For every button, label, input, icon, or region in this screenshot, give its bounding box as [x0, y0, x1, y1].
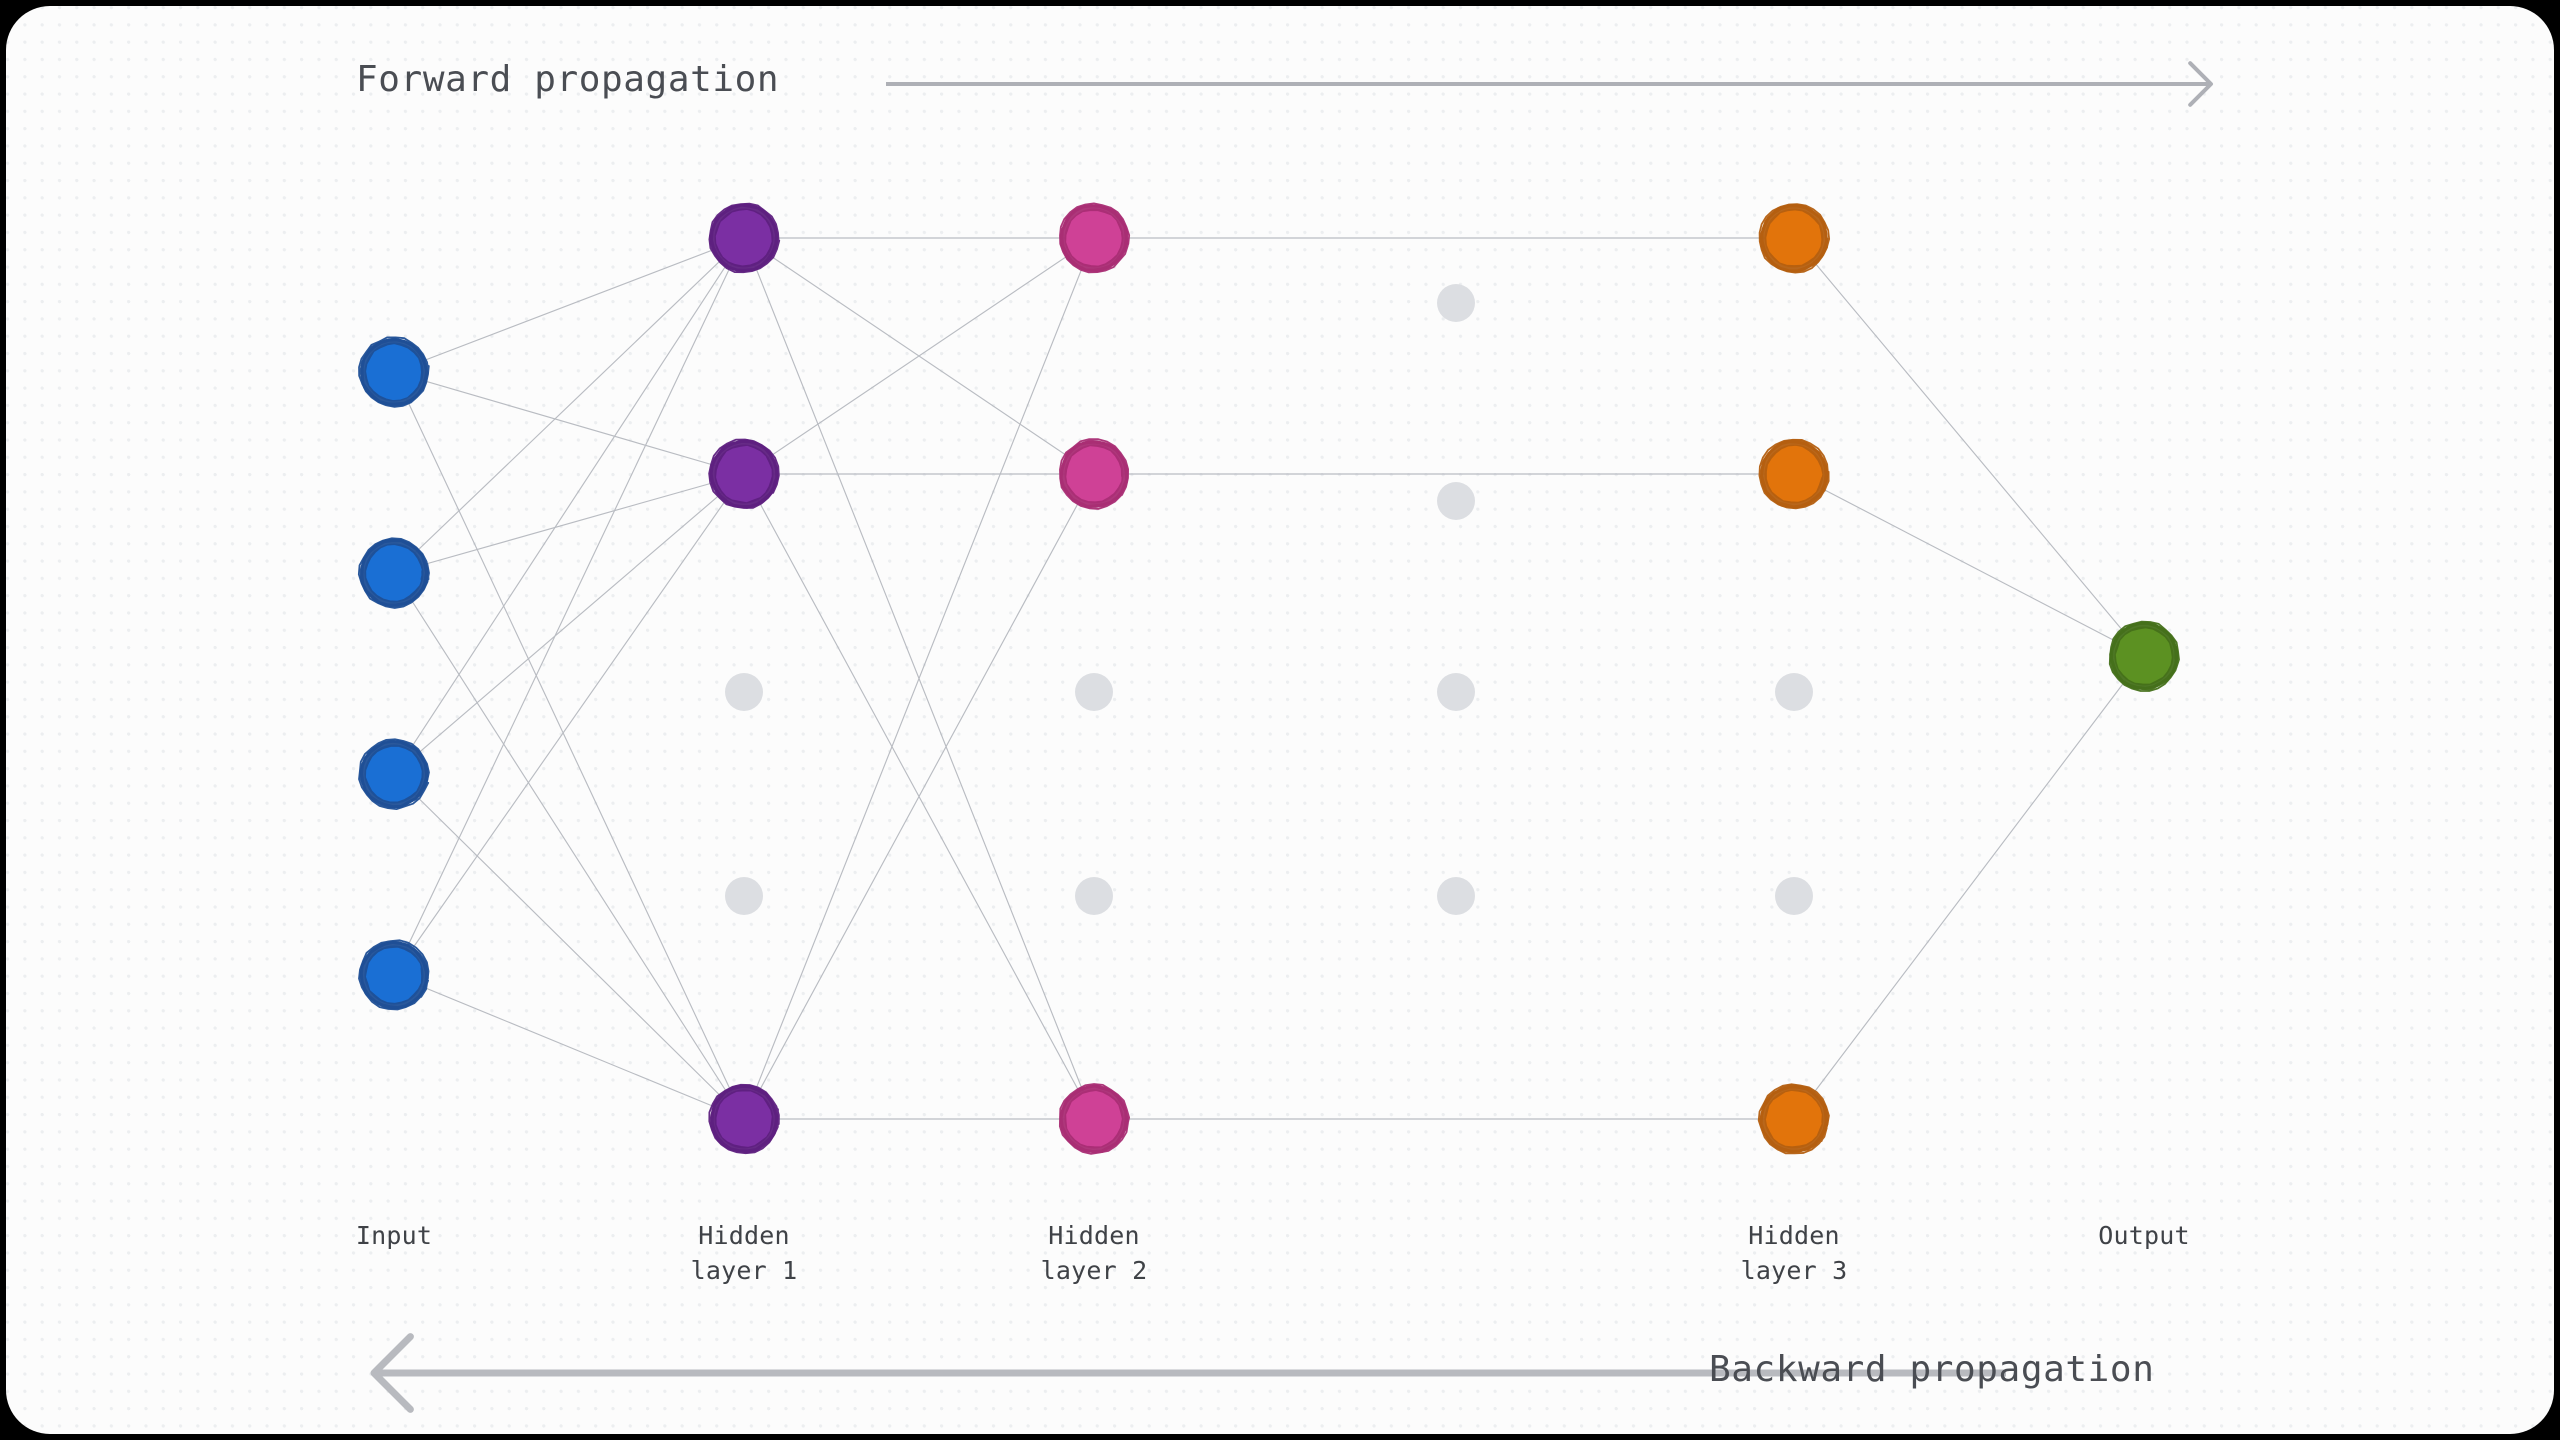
connection-line — [1793, 655, 2145, 1120]
connection-line — [393, 237, 745, 976]
connection-line — [393, 473, 745, 976]
placeholder-node — [1437, 673, 1475, 711]
connection-line — [393, 371, 745, 475]
neuron-node-hidden-2[interactable] — [1059, 202, 1131, 274]
layer-label-hidden-3: Hidden layer 3 — [1740, 1221, 1848, 1285]
layer-label-output: Output — [2098, 1221, 2190, 1250]
propagation-arrows — [370, 61, 2213, 1413]
connection-line — [393, 473, 745, 574]
neuron-node-output[interactable] — [2108, 620, 2180, 692]
connection-line — [393, 371, 745, 1120]
layer-label-input: Input — [355, 1221, 433, 1250]
neuron-node-input[interactable] — [358, 939, 430, 1011]
neuron-node-hidden-3[interactable] — [1757, 1083, 1830, 1155]
placeholder-node — [725, 673, 763, 711]
connection-line — [743, 473, 1095, 1120]
connection-lines — [393, 237, 2145, 1120]
placeholder-node — [1437, 284, 1475, 322]
placeholder-node — [1437, 482, 1475, 520]
connection-line — [743, 237, 1095, 1120]
connection-line — [393, 237, 745, 775]
connection-line — [743, 237, 1095, 1120]
neuron-node-input[interactable] — [357, 537, 430, 609]
placeholder-node — [1437, 877, 1475, 915]
connection-line — [1793, 473, 2145, 657]
connection-line — [1793, 237, 2145, 657]
diagram-panel: Input Hidden layer 1 Hidden layer 2 Hidden … — [6, 6, 2554, 1434]
placeholder-node — [1775, 673, 1813, 711]
connection-line — [743, 473, 1095, 1120]
forward-propagation-label: Forward propagation — [356, 59, 780, 100]
connection-line — [393, 773, 745, 1120]
connection-line — [743, 237, 1095, 475]
connection-line — [393, 473, 745, 775]
connection-line — [743, 237, 1095, 475]
neuron-node-hidden-1[interactable] — [708, 438, 780, 509]
connection-line — [393, 237, 745, 574]
neuron-node-hidden-3[interactable] — [1758, 203, 1831, 274]
neuron-node-hidden-1[interactable] — [708, 202, 781, 274]
neuron-node-input[interactable] — [358, 738, 430, 811]
layer-label-hidden-1: Hidden layer 1 — [690, 1221, 798, 1285]
connection-line — [393, 572, 745, 1120]
connection-line — [393, 237, 745, 373]
neuron-node-hidden-3[interactable] — [1758, 438, 1830, 510]
connection-line — [393, 974, 745, 1120]
neuron-node-hidden-2[interactable] — [1059, 438, 1130, 510]
neuron-node-hidden-1[interactable] — [708, 1083, 780, 1155]
backward-propagation-label: Backward propagation — [1709, 1349, 2155, 1390]
neuron-node-input[interactable] — [358, 336, 430, 408]
neuron-nodes — [357, 202, 2180, 1155]
placeholder-node — [1075, 877, 1113, 915]
layer-label-hidden-2: Hidden layer 2 — [1040, 1221, 1148, 1285]
placeholder-node — [725, 877, 763, 915]
neuron-node-hidden-2[interactable] — [1058, 1083, 1131, 1155]
forward-arrow — [886, 61, 2213, 107]
placeholder-node — [1075, 673, 1113, 711]
placeholder-node — [1775, 877, 1813, 915]
